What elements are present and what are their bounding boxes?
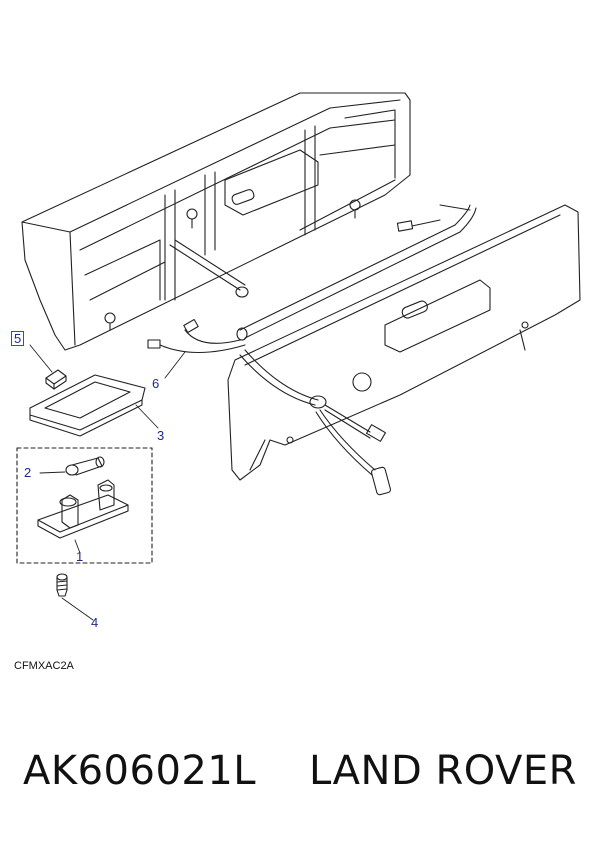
bulb-holder-assembly: [16, 447, 153, 564]
callout-2[interactable]: 2: [24, 465, 32, 480]
gasket-part: [29, 374, 146, 437]
leader-lines: [29, 344, 186, 621]
part-number: AK606021L: [23, 748, 257, 794]
exploded-parts-diagram: [16, 92, 581, 621]
screw-part: [56, 573, 68, 597]
callout-4[interactable]: 4: [91, 615, 99, 630]
part-caption: AK606021L LAND ROVER: [0, 748, 600, 794]
brand-name: LAND ROVER: [308, 748, 577, 794]
callout-5[interactable]: 5: [11, 331, 25, 346]
callout-1[interactable]: 1: [76, 549, 84, 564]
drawing-code: CFMXAC2A: [14, 660, 74, 672]
lamp-body: [227, 204, 581, 481]
callout-3[interactable]: 3: [157, 428, 165, 443]
spoiler-housing: [21, 92, 411, 351]
wiring-harness: [147, 318, 392, 496]
callout-6[interactable]: 6: [152, 376, 160, 391]
wiring-tube: [236, 204, 477, 341]
clip-part: [45, 369, 67, 390]
